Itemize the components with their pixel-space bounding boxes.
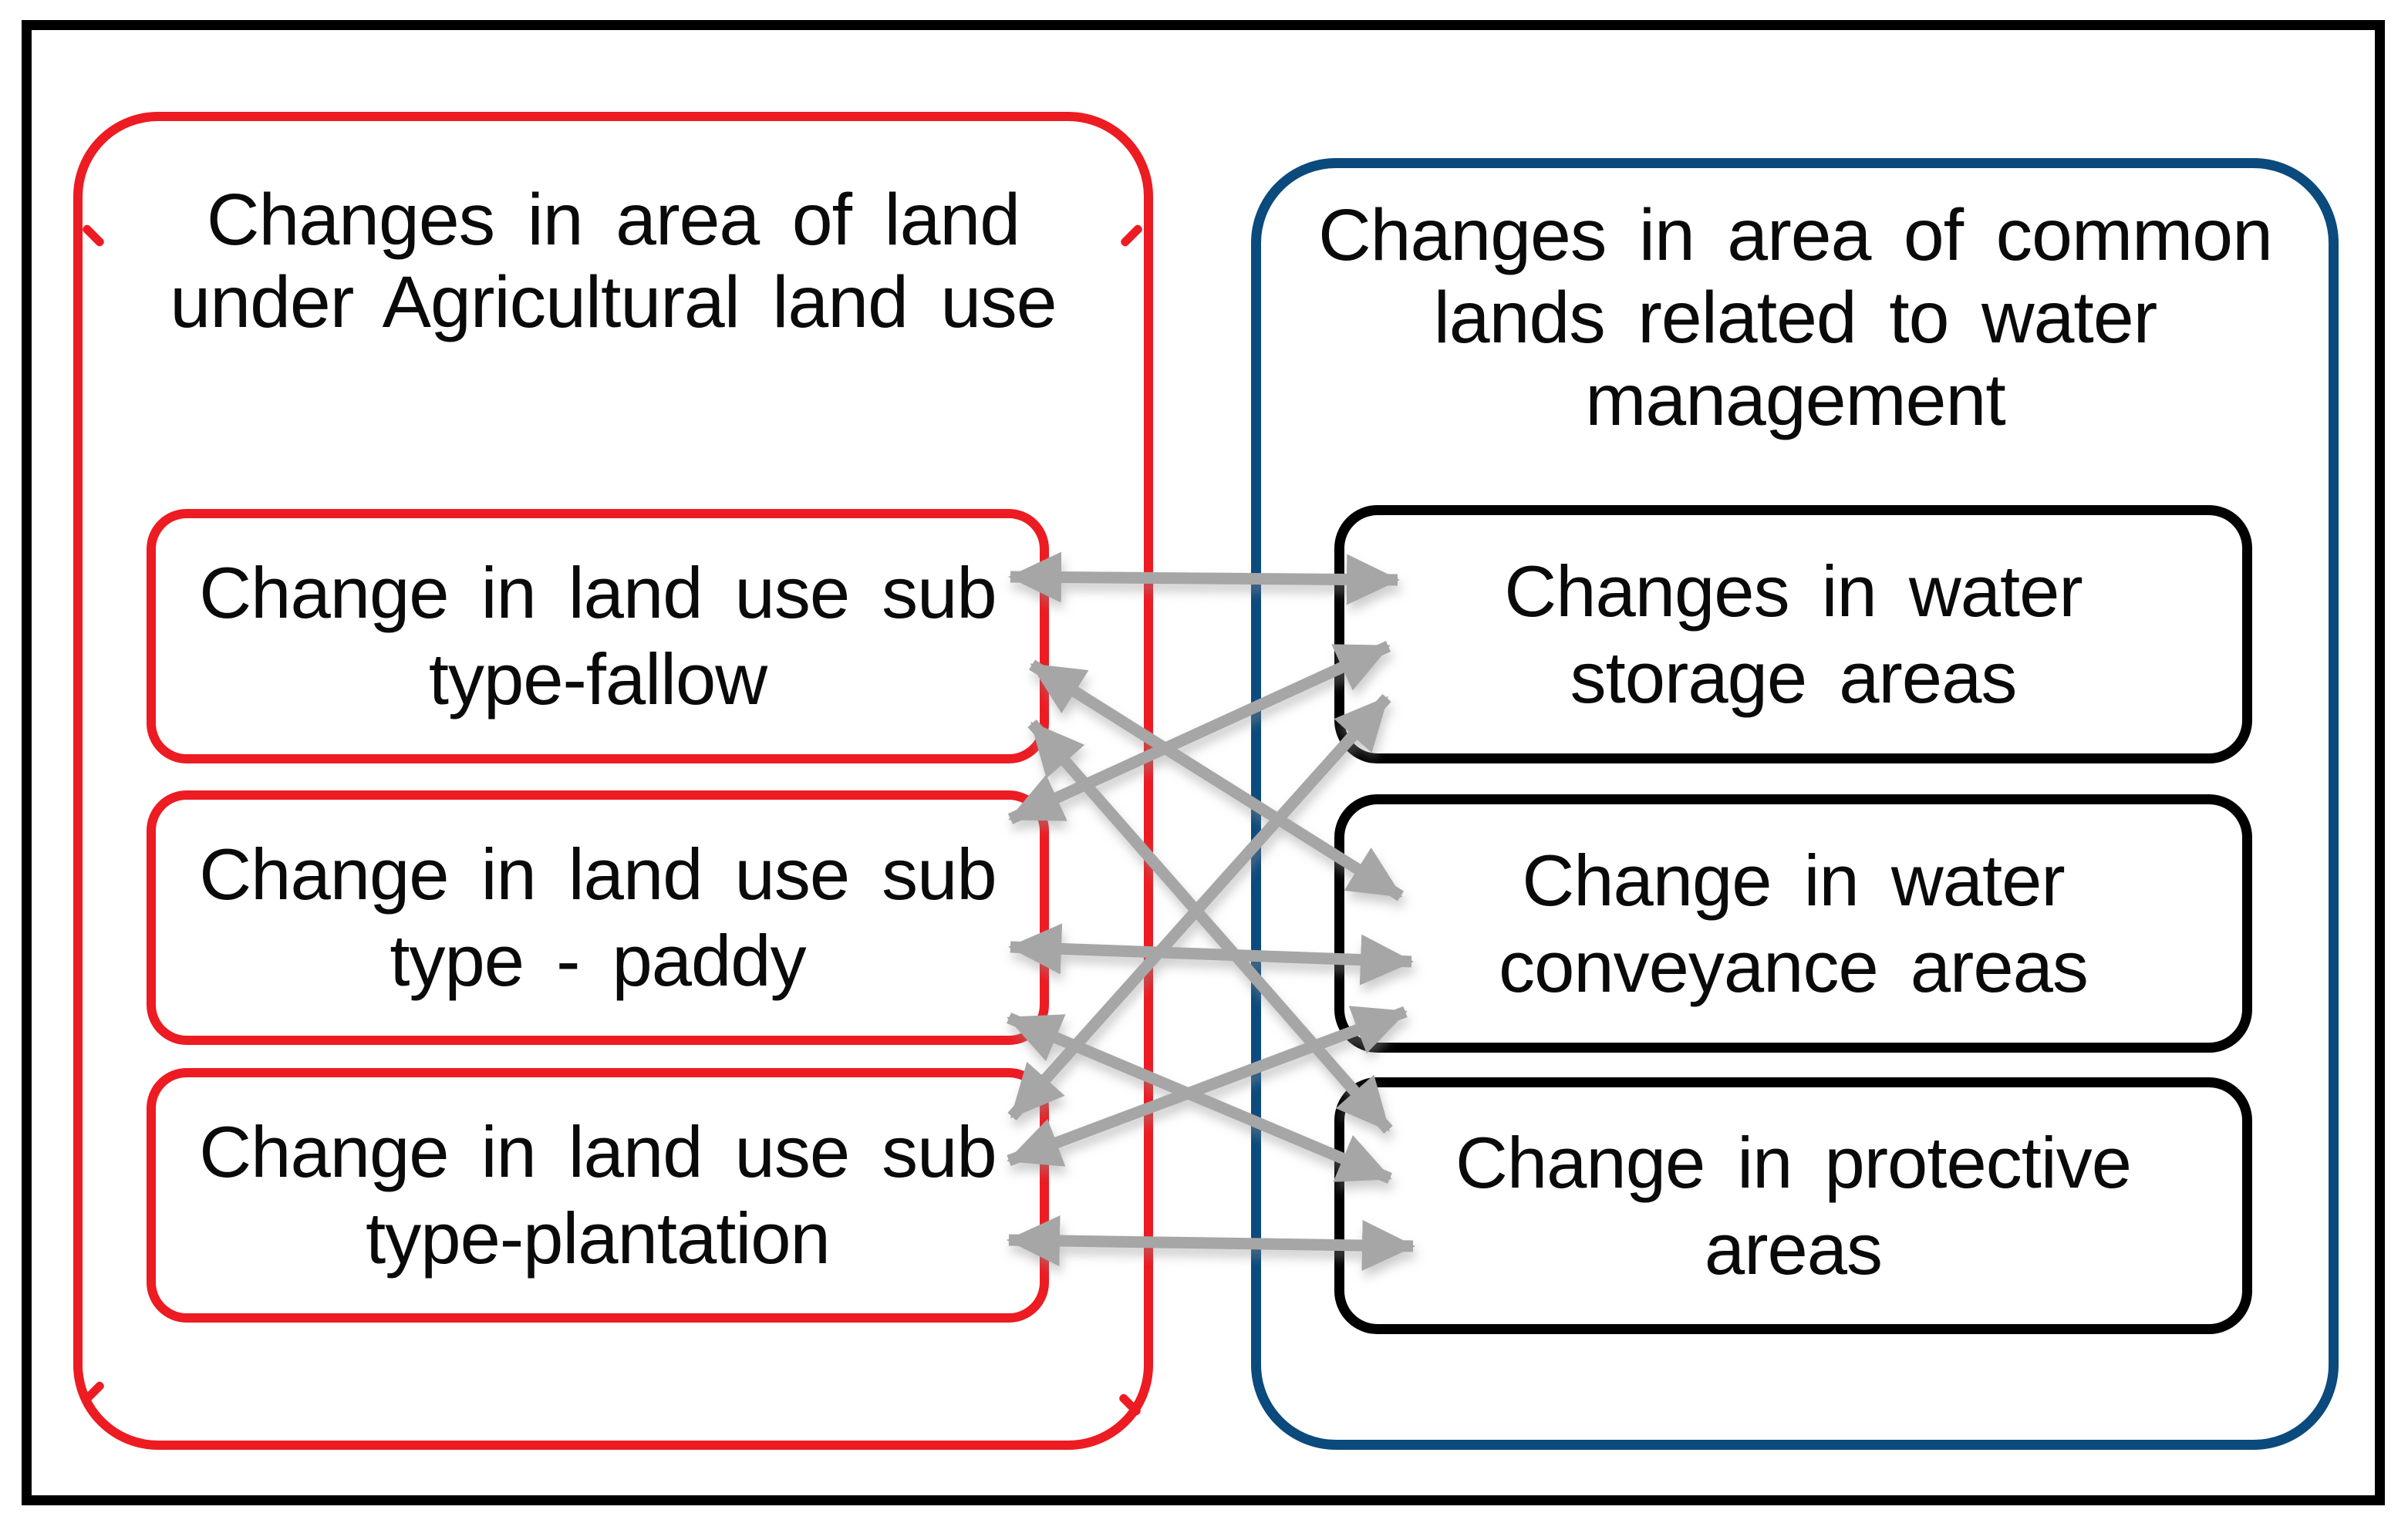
node-conveyance-line1: Change in water xyxy=(1522,839,2065,921)
node-water-conveyance-areas: Change in water conveyance areas xyxy=(1334,794,2252,1053)
outer-frame xyxy=(22,20,2385,1505)
node-protective-line2: areas xyxy=(1704,1208,1883,1289)
node-land-use-sub-type-fallow: Change in land use sub type-fallow xyxy=(147,509,1049,763)
node-conveyance-line2: conveyance areas xyxy=(1499,925,2089,1007)
group-title-agricultural-line1: Changes in area of land xyxy=(206,179,1020,261)
node-plantation-line2: type-plantation xyxy=(366,1198,831,1279)
node-protective-areas: Change in protective areas xyxy=(1334,1077,2252,1334)
arrow-plantation-protective xyxy=(1007,1215,1415,1271)
group-title-common-lands-line1: Changes in area of common xyxy=(1318,194,2273,276)
arrows-group xyxy=(1007,551,1415,1271)
node-fallow-line2: type-fallow xyxy=(428,639,767,720)
group-title-common-lands-line3: management xyxy=(1585,359,2006,441)
node-land-use-sub-type-plantation: Change in land use sub type-plantation xyxy=(147,1068,1049,1323)
node-storage-line2: storage areas xyxy=(1570,636,2018,718)
node-fallow-line1: Change in land use sub xyxy=(199,552,997,633)
arrow-paddy-storage xyxy=(1007,641,1391,824)
node-paddy-line2: type - paddy xyxy=(390,920,806,1001)
node-water-storage-areas: Changes in water storage areas xyxy=(1334,505,2252,763)
arrow-fallow-storage xyxy=(1008,551,1400,605)
arrow-paddy-conveyance xyxy=(1008,923,1414,986)
node-storage-line1: Changes in water xyxy=(1504,550,2083,632)
group-title-common-lands-line2: lands related to water xyxy=(1433,277,2158,359)
group-title-agricultural-line2: under Agricultural land use xyxy=(170,261,1057,343)
node-protective-line1: Change in protective xyxy=(1455,1121,2132,1203)
node-plantation-line1: Change in land use sub xyxy=(199,1111,997,1192)
group-title-agricultural: Changes in area of land under Agricultur… xyxy=(116,179,1111,344)
arrow-plantation-conveyance xyxy=(1007,1006,1408,1167)
node-paddy-line1: Change in land use sub xyxy=(199,834,997,915)
node-land-use-sub-type-paddy: Change in land use sub type - paddy xyxy=(147,790,1049,1045)
group-title-common-lands: Changes in area of common lands related … xyxy=(1292,194,2298,442)
